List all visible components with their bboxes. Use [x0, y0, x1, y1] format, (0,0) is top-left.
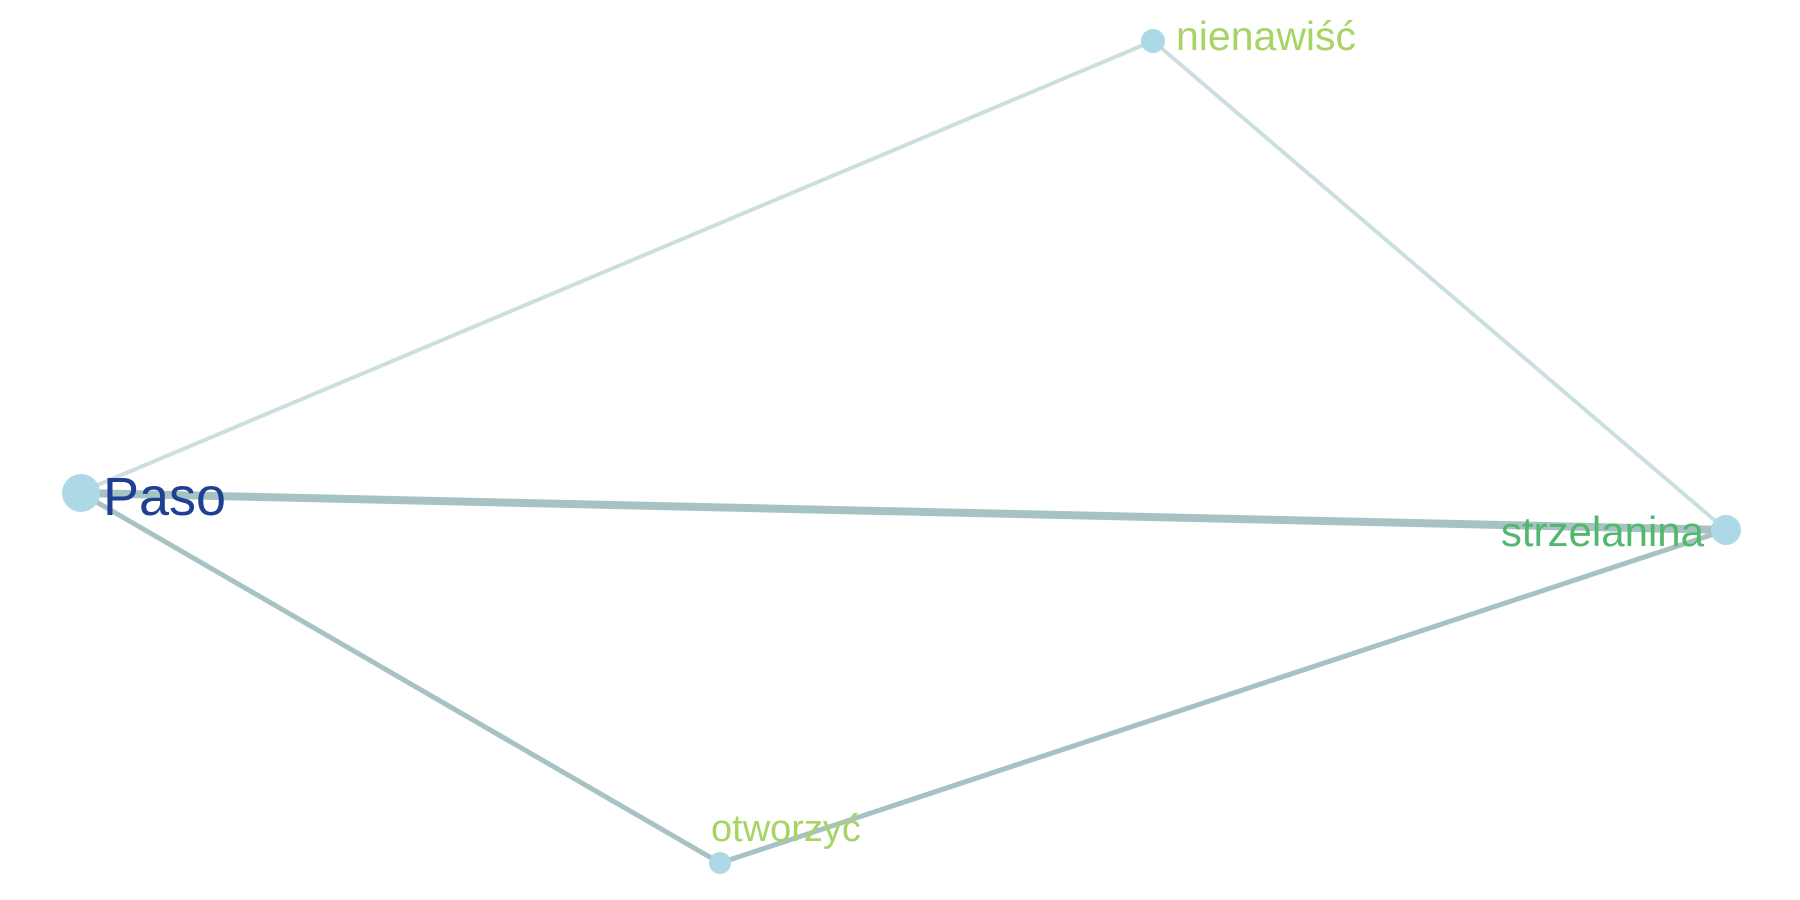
node-label-otworzyc: otworzyć — [711, 808, 861, 850]
node-label-strzelanina: strzelanina — [1501, 508, 1705, 555]
node-paso[interactable] — [62, 474, 100, 512]
node-otworzyc[interactable] — [709, 852, 731, 874]
edge-paso-otworzyc — [78, 490, 723, 866]
node-label-paso: Paso — [103, 467, 226, 527]
node-label-nienawisc: nienawiść — [1176, 13, 1356, 59]
edge-paso-strzelanina — [77, 489, 1730, 534]
edge-paso-nienawisc — [79, 39, 1155, 494]
node-nienawisc[interactable] — [1141, 29, 1165, 53]
graph-labels: Paso nienawiść strzelanina otworzyć — [103, 13, 1705, 850]
node-strzelanina[interactable] — [1711, 515, 1741, 545]
graph-nodes — [62, 29, 1741, 874]
graph-edges — [77, 39, 1730, 866]
edge-nienawisc-strzelanina — [1151, 39, 1728, 532]
edge-otworzyc-strzelanina — [717, 527, 1729, 866]
